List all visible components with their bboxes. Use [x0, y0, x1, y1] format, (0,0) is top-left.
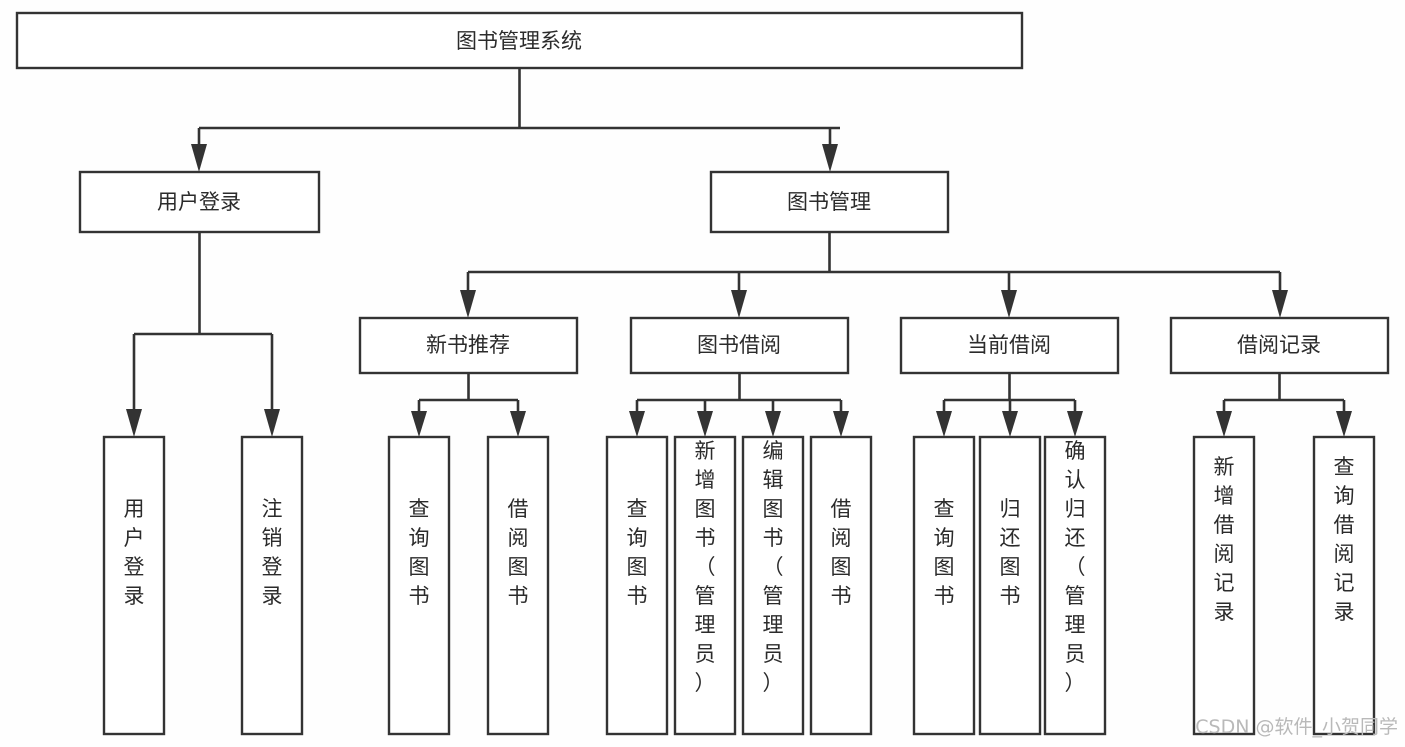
node-current-borrow[interactable]: 当前借阅: [899, 316, 1120, 375]
leaf-newbook-borrow-book-label: 借阅图书: [508, 497, 529, 608]
leaf-record-add-record[interactable]: 新增借阅记录: [1192, 435, 1256, 736]
node-current-borrow-label: 当前借阅: [967, 333, 1051, 357]
leaf-borrow-add-book[interactable]: 新增图书（管理员）: [673, 435, 737, 736]
node-borrow-record-label: 借阅记录: [1237, 333, 1321, 357]
leaf-record-add-record-label: 新增借阅记录: [1214, 455, 1235, 624]
leaf-borrow-edit-book[interactable]: 编辑图书（管理员）: [741, 435, 805, 736]
node-user-login[interactable]: 用户登录: [78, 170, 321, 234]
node-root-system-label: 图书管理系统: [456, 29, 582, 53]
node-book-management-label: 图书管理: [787, 190, 871, 214]
node-new-book-recommend-label: 新书推荐: [426, 333, 510, 357]
leaf-current-query-book-label: 查询图书: [934, 497, 955, 608]
leaf-current-return-book[interactable]: 归还图书: [978, 435, 1042, 736]
node-book-borrow[interactable]: 图书借阅: [629, 316, 850, 375]
node-book-management[interactable]: 图书管理: [709, 170, 950, 234]
connector-root-to-level2: [191, 68, 840, 172]
connector-current-to-leaves: [936, 373, 1083, 437]
leaf-record-query-record[interactable]: 查询借阅记录: [1312, 435, 1376, 736]
leaf-user-login-logout-label: 注销登录: [262, 497, 283, 608]
connector-newbook-to-leaves: [411, 373, 526, 437]
leaf-borrow-query-book-label: 查询图书: [627, 497, 648, 608]
leaf-borrow-borrow-book-label: 借阅图书: [831, 497, 852, 608]
connector-bookborrow-to-leaves: [629, 373, 849, 437]
leaf-newbook-borrow-book[interactable]: 借阅图书: [486, 435, 550, 736]
connector-userlogin-to-leaves: [126, 232, 280, 437]
connector-record-to-leaves: [1216, 373, 1352, 437]
leaf-user-login-login-label: 用户登录: [124, 497, 145, 608]
leaf-current-confirm-return[interactable]: 确认归还（管理员）: [1043, 435, 1107, 736]
node-new-book-recommend[interactable]: 新书推荐: [358, 316, 579, 375]
node-root-system[interactable]: 图书管理系统: [15, 11, 1024, 70]
leaf-user-login-logout[interactable]: 注销登录: [240, 435, 304, 736]
leaf-newbook-query-book-label: 查询图书: [409, 497, 430, 608]
leaf-current-confirm-return-label: 确认归还（管理员）: [1065, 439, 1086, 695]
csdn-watermark: CSDN @软件_小贺同学: [1195, 716, 1398, 738]
node-book-borrow-label: 图书借阅: [697, 333, 781, 357]
leaf-user-login-login[interactable]: 用户登录: [102, 435, 166, 736]
leaf-borrow-query-book[interactable]: 查询图书: [605, 435, 669, 736]
connector-bookmgmt-to-level3: [460, 232, 1288, 318]
leaf-current-query-book[interactable]: 查询图书: [912, 435, 976, 736]
leaf-record-query-record-label: 查询借阅记录: [1334, 455, 1355, 624]
leaf-borrow-edit-book-label: 编辑图书（管理员）: [763, 439, 784, 695]
leaf-newbook-query-book[interactable]: 查询图书: [387, 435, 451, 736]
leaf-current-return-book-label: 归还图书: [1000, 497, 1021, 608]
node-borrow-record[interactable]: 借阅记录: [1169, 316, 1390, 375]
node-user-login-label: 用户登录: [157, 190, 241, 214]
leaf-borrow-add-book-label: 新增图书（管理员）: [695, 439, 716, 695]
leaf-borrow-borrow-book[interactable]: 借阅图书: [809, 435, 873, 736]
